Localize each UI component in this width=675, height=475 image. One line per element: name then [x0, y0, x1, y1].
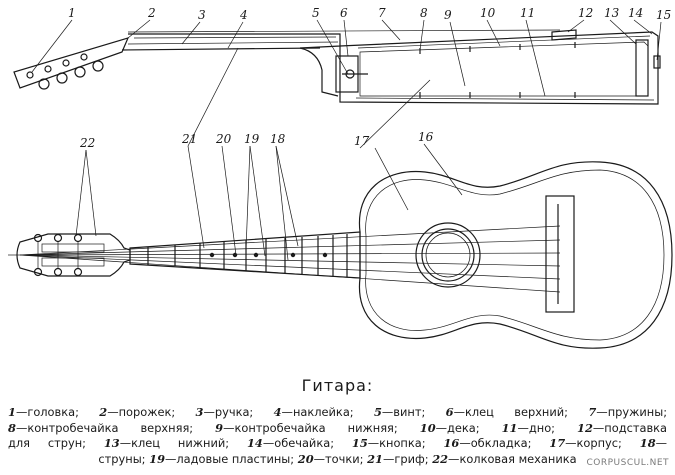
callout-1: 1 — [68, 6, 76, 20]
soundhole — [425, 232, 471, 278]
watermark: CORPUSCUL.NET — [586, 458, 669, 468]
legend-item: 16—обкладка; — [443, 436, 532, 450]
legend-item: 21—гриф; — [367, 451, 429, 466]
tuning-pegs-side — [26, 53, 104, 90]
callout-17: 17 — [354, 134, 370, 148]
figure-legend: 1—головка; 2—порожек; 3—ручка; 4—наклейк… — [8, 405, 667, 467]
callout-20: 20 — [215, 132, 232, 146]
headstock-front — [16, 233, 131, 277]
legend-item: 18— — [639, 436, 668, 450]
body-section — [339, 31, 659, 105]
body-outline — [358, 161, 673, 349]
callout-4: 4 — [239, 8, 248, 22]
headstock-side — [13, 37, 130, 89]
callout-12: 12 — [578, 6, 593, 20]
bridge-side — [551, 29, 577, 41]
legend-line-2: 8—контробечайка верхняя; 9—контробечайка… — [8, 421, 667, 437]
callout-21: 21 — [181, 132, 197, 146]
callout-7: 7 — [378, 6, 386, 20]
callout-14: 14 — [628, 6, 643, 20]
frets — [147, 234, 348, 277]
callout-numbers: 1 2 3 4 5 6 7 8 9 10 11 12 13 14 15 16 1… — [68, 6, 671, 150]
legend-item: для струн; — [8, 436, 87, 450]
callout-2: 2 — [147, 6, 156, 20]
braces — [419, 42, 576, 98]
legend-item: 1—головка; — [8, 405, 79, 419]
callout-13: 13 — [604, 6, 620, 20]
legend-line-1: 1—головка; 2—порожек; 3—ручка; 4—наклейк… — [8, 405, 667, 421]
callout-22: 22 — [79, 136, 95, 150]
legend-item: 7—пружины; — [588, 405, 668, 419]
legend-item: 10—дека; — [419, 420, 480, 435]
callout-16: 16 — [418, 130, 434, 144]
callout-19: 19 — [244, 132, 260, 146]
legend-item: 20—точки; — [297, 451, 364, 466]
position-dots — [209, 252, 328, 258]
legend-item: 6—клец верхний; — [445, 405, 569, 419]
legend-item: 22—колковая механика — [432, 451, 577, 466]
callout-5: 5 — [312, 6, 320, 20]
legend-item: 5—винт; — [373, 405, 426, 419]
legend-line-3: для струн; 13—клец нижний; 14—обечайка; … — [8, 436, 667, 452]
callout-6: 6 — [340, 6, 348, 20]
legend-item: 14—обечайка; — [246, 436, 335, 450]
figure-caption: Гитара: — [301, 376, 374, 395]
callout-9: 9 — [444, 8, 452, 22]
guitar-front-view — [8, 161, 673, 349]
callout-10: 10 — [480, 6, 496, 20]
callout-3: 3 — [198, 8, 206, 22]
guitar-diagram: 1 2 3 4 5 6 7 8 9 10 11 12 13 14 15 16 1… — [8, 6, 673, 349]
bridge-front — [545, 195, 575, 313]
callout-11: 11 — [520, 6, 535, 20]
end-pin — [653, 55, 661, 69]
callout-18: 18 — [270, 132, 286, 146]
legend-item: 3—ручка; — [195, 405, 254, 419]
leader-lines — [31, 19, 662, 261]
legend-item: 4—наклейка; — [273, 405, 354, 419]
legend-item: 12—подставка — [577, 420, 668, 435]
guitar-side-section — [13, 29, 661, 105]
legend-item: 13—клец нижний; — [103, 436, 230, 450]
soundhole-rosette — [415, 222, 481, 288]
callout-8: 8 — [420, 6, 428, 20]
strings — [8, 225, 561, 293]
legend-item: 11—дно; — [501, 420, 556, 435]
lower-block — [635, 39, 649, 97]
legend-item: 15—кнопка; — [351, 436, 426, 450]
callout-15: 15 — [656, 8, 671, 22]
legend-item: 19—ладовые пластины; — [149, 451, 295, 466]
legend-item: струны; — [98, 451, 146, 466]
binding — [365, 169, 665, 341]
legend-item: 9—контробечайка нижняя; — [215, 420, 398, 435]
legend-line-4: струны; 19—ладовые пластины; 20—точки; 2… — [8, 452, 667, 468]
neck-side — [128, 33, 341, 97]
legend-item: 17—корпус; — [549, 436, 622, 450]
legend-item: 2—порожек; — [99, 405, 176, 419]
legend-item: 8—контробечайка верхняя; — [8, 420, 194, 435]
